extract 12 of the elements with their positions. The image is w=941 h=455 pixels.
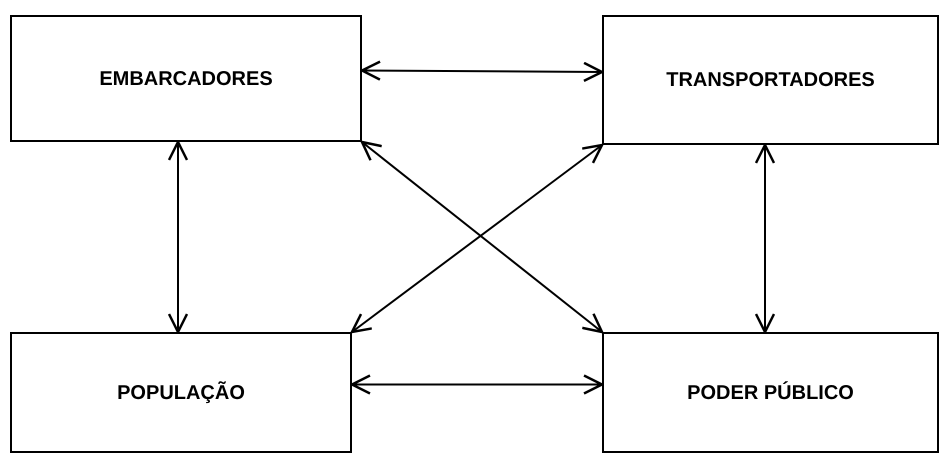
- double-arrow: [350, 374, 604, 395]
- entity-box: [10, 332, 352, 453]
- double-arrow: [360, 60, 604, 82]
- entity-label: TRANSPORTADORES: [666, 68, 875, 93]
- double-arrow: [754, 144, 776, 334]
- double-arrow: [168, 140, 188, 334]
- entity-label: EMBARCADORES: [99, 66, 273, 92]
- entity-label: POPULAÇÃO: [117, 380, 245, 406]
- entity-label: PODER PÚBLICO: [687, 380, 854, 406]
- entity-box: [602, 332, 939, 453]
- entity-box: [602, 15, 939, 145]
- entity-box: [10, 15, 362, 142]
